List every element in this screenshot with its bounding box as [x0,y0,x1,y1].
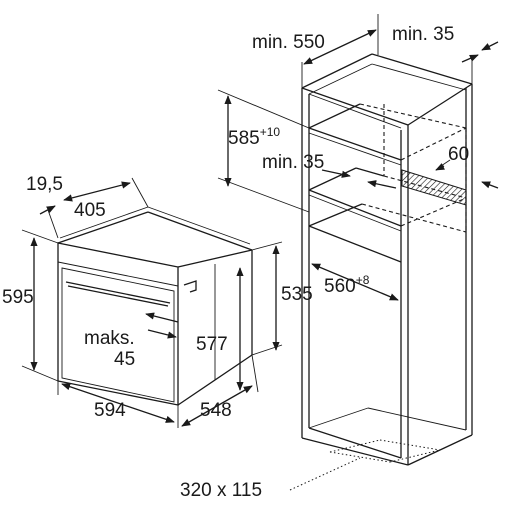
label-door-open: maks. [84,328,135,349]
dimension-labels: min. 550 min. 35 585+10 min. 35 60 560+8… [2,24,469,501]
label-oven-front-offset: 19,5 [26,174,63,195]
dimension-lines [21,14,499,428]
label-vent-depth: 60 [448,144,469,165]
label-vent-gap-min: min. 35 [262,152,324,173]
label-oven-door-depth: 405 [74,200,106,221]
label-niche-height: 585+10 [228,125,280,149]
label-niche-width: 560+8 [324,273,370,297]
label-cabinet-width-min: min. 550 [252,32,325,53]
label-oven-height: 595 [2,287,34,308]
label-oven-width: 594 [94,400,126,421]
cabinet-drawing [289,53,473,491]
label-oven-inner-height: 577 [196,334,228,355]
label-oven-body-height: 535 [281,284,313,305]
oven-drawing [57,206,253,406]
label-oven-depth: 548 [200,400,232,421]
label-cabinet-rear-gap-min: min. 35 [392,24,454,45]
label-vent-opening: 320 x 115 [180,480,262,501]
label-door-open-value: 45 [114,349,135,370]
